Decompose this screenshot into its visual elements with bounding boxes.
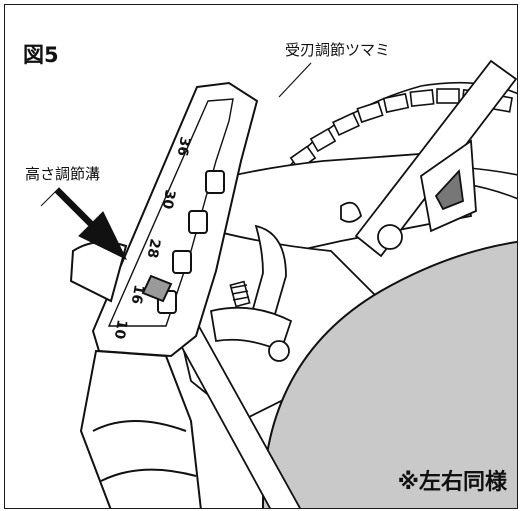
pointer-arrow-icon — [40, 187, 128, 261]
scale-mark-30: 30 — [159, 188, 178, 210]
callout-groove-label: 高さ調節溝 — [25, 165, 101, 183]
scale-mark-10: 10 — [111, 318, 130, 340]
thumb-screw — [229, 280, 251, 308]
callout-knob-label: 受刃調節ツマミ — [285, 41, 391, 59]
scale-numbers: 36 30 28 16 10 — [111, 135, 193, 340]
figure-label: 図5 — [23, 43, 59, 67]
height-scale-plate — [91, 81, 259, 358]
figure-frame: 36 30 28 16 10 図5 受刃調節ツマミ 高さ調節溝 ※左右同様 — [4, 4, 518, 509]
grinding-wheel — [262, 240, 517, 508]
scale-mark-16: 16 — [128, 283, 147, 305]
handle-base — [69, 241, 202, 508]
scale-mark-28: 28 — [144, 237, 163, 259]
guide-rod — [354, 59, 517, 258]
knob-leader-line — [278, 62, 312, 98]
sharpener-illustration: 36 30 28 16 10 — [40, 59, 517, 508]
note-same-both-sides: ※左右同様 — [397, 470, 507, 495]
scale-mark-36: 36 — [174, 135, 193, 157]
clamp-lever — [209, 224, 293, 362]
